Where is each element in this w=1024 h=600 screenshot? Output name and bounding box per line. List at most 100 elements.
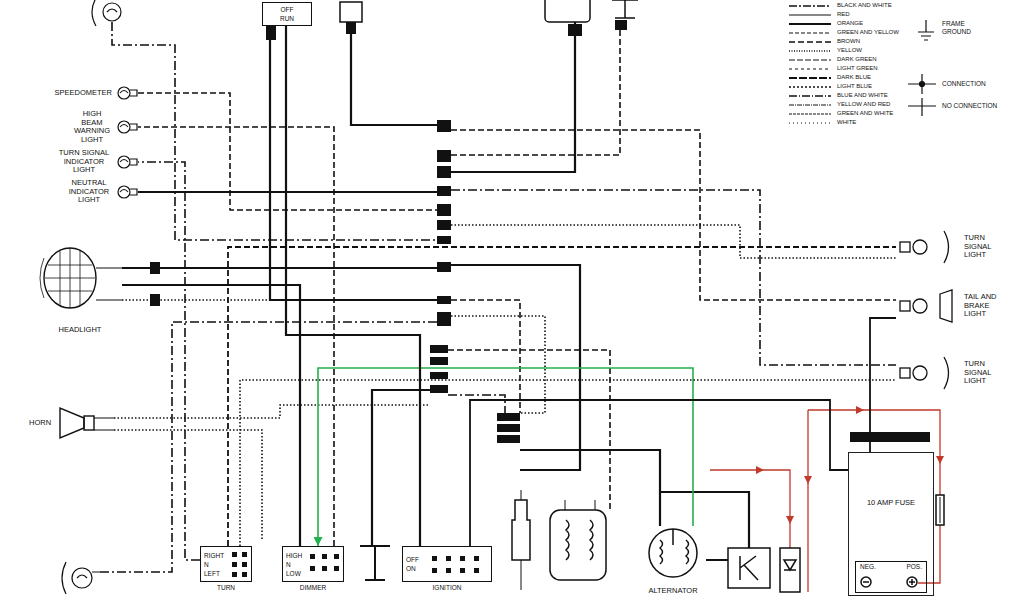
legend-row: DARK GREEN bbox=[788, 55, 899, 64]
lamp-filament bbox=[120, 90, 137, 96]
component-label: N bbox=[286, 560, 291, 569]
switch-box: OFFONIGNITION bbox=[402, 546, 492, 582]
component-label: LEFT bbox=[204, 569, 220, 578]
legend-sample bbox=[788, 101, 832, 109]
legend-line bbox=[789, 14, 831, 15]
headlight-grid bbox=[40, 248, 95, 308]
connector-block bbox=[150, 294, 160, 306]
headlight: HEADLIGHT bbox=[38, 246, 122, 336]
connection-dot bbox=[920, 82, 925, 87]
legend-sample bbox=[788, 47, 832, 55]
legend-row: LIGHT BLUE bbox=[788, 82, 899, 91]
connector-block bbox=[437, 236, 451, 244]
connector-block bbox=[437, 150, 451, 162]
legend-sample bbox=[788, 2, 832, 10]
legend-text: YELLOW AND RED bbox=[837, 100, 890, 109]
legend-line bbox=[789, 95, 831, 97]
regulator-contact bbox=[740, 556, 758, 580]
component-label: ON bbox=[406, 564, 416, 573]
wire-connector bbox=[138, 162, 200, 560]
legend-text: BLACK AND WHITE bbox=[837, 1, 892, 10]
connector-block bbox=[266, 26, 276, 40]
battery-terminal bbox=[861, 577, 871, 587]
legend-row: BLACK AND WHITE bbox=[788, 1, 899, 10]
horn-cone bbox=[60, 408, 84, 438]
rear-lamps bbox=[900, 231, 952, 389]
switch-box: RIGHTNLEFTTURN bbox=[200, 546, 252, 582]
component-label: TAIL AND BRAKE LIGHT bbox=[964, 293, 1008, 319]
lamp-bulb bbox=[913, 240, 927, 254]
component-label: NEG. bbox=[860, 563, 876, 571]
connector-block bbox=[430, 357, 448, 365]
legend-row: YELLOW AND RED bbox=[788, 100, 899, 109]
switch-terminals bbox=[232, 552, 479, 577]
lamp-filament bbox=[120, 189, 137, 195]
component-label: OFF bbox=[406, 555, 419, 564]
switch-label: TURN bbox=[217, 583, 235, 592]
legend-line bbox=[789, 5, 831, 6]
alternator-coils bbox=[660, 529, 689, 564]
wiring-harness bbox=[92, 20, 940, 592]
legend-sample bbox=[788, 20, 832, 28]
connector-block bbox=[437, 166, 451, 178]
connector-block bbox=[497, 424, 520, 432]
component-label: HIGH BEAM WARNING LIGHT bbox=[72, 110, 112, 144]
component-label: ALTERNATOR bbox=[648, 587, 697, 596]
component-label: HIGH bbox=[286, 551, 302, 560]
legend-sample bbox=[788, 11, 832, 19]
legend-text: ORANGE bbox=[837, 19, 863, 28]
lamp-bulb bbox=[118, 186, 130, 198]
legend-sample bbox=[788, 74, 832, 82]
connector-block bbox=[437, 262, 451, 272]
lamp-socket bbox=[900, 301, 910, 311]
battery: NEG.POS. bbox=[855, 561, 927, 593]
connector-block bbox=[150, 262, 160, 274]
legend-row: YELLOW bbox=[788, 46, 899, 55]
current-arrowheads bbox=[756, 406, 944, 524]
legend-text: YELLOW bbox=[837, 46, 862, 55]
lamp-bulb bbox=[913, 299, 927, 313]
connector-block bbox=[430, 372, 448, 379]
switch-housing bbox=[340, 2, 362, 22]
lamp-socket bbox=[900, 242, 910, 252]
lamp-bulb bbox=[118, 156, 130, 168]
lamp-bulb bbox=[118, 87, 130, 99]
lamp-bulb bbox=[72, 568, 92, 588]
lamp-lens bbox=[944, 357, 949, 389]
switch-box: HIGHNLOWDIMMER bbox=[282, 546, 344, 582]
symbol-label: CONNECTION bbox=[942, 80, 986, 88]
component-label: OFF bbox=[281, 5, 294, 14]
legend-row: DARK BLUE bbox=[788, 73, 899, 82]
legend-sample bbox=[788, 110, 832, 118]
symbol-label: FRAME GROUND bbox=[942, 20, 978, 35]
connection-symbol bbox=[908, 74, 936, 94]
connector-block bbox=[430, 385, 448, 393]
lamp-lens bbox=[92, 0, 117, 26]
switch-label: IGNITION bbox=[433, 583, 462, 592]
switch-housing bbox=[545, 0, 590, 22]
connector-block bbox=[568, 24, 582, 36]
component-label: LOW bbox=[286, 569, 301, 578]
connector-block bbox=[430, 345, 448, 353]
component-label: TURN SIGNAL LIGHT bbox=[964, 234, 1008, 260]
legend-text: WHITE bbox=[837, 118, 856, 127]
headlight-symbol bbox=[40, 248, 96, 308]
horn-symbol bbox=[60, 408, 94, 438]
legend-row: RED bbox=[788, 10, 899, 19]
indicator-lamp: NEUTRAL INDICATOR LIGHT bbox=[40, 178, 138, 206]
engine-components bbox=[360, 495, 944, 592]
legend-line bbox=[789, 32, 831, 33]
fuse-element bbox=[940, 497, 941, 523]
legend-sample bbox=[788, 92, 832, 100]
ground-symbol bbox=[918, 20, 934, 40]
legend-line bbox=[789, 77, 831, 79]
spark-plug bbox=[512, 500, 530, 560]
legend-sample bbox=[788, 119, 832, 127]
lamp-bulb bbox=[118, 121, 130, 133]
legend-line bbox=[789, 68, 831, 69]
legend-text: LIGHT BLUE bbox=[837, 82, 872, 91]
component-label: 10 AMP FUSE bbox=[867, 499, 915, 508]
plus-sign bbox=[909, 579, 915, 585]
connector-block bbox=[437, 220, 451, 230]
